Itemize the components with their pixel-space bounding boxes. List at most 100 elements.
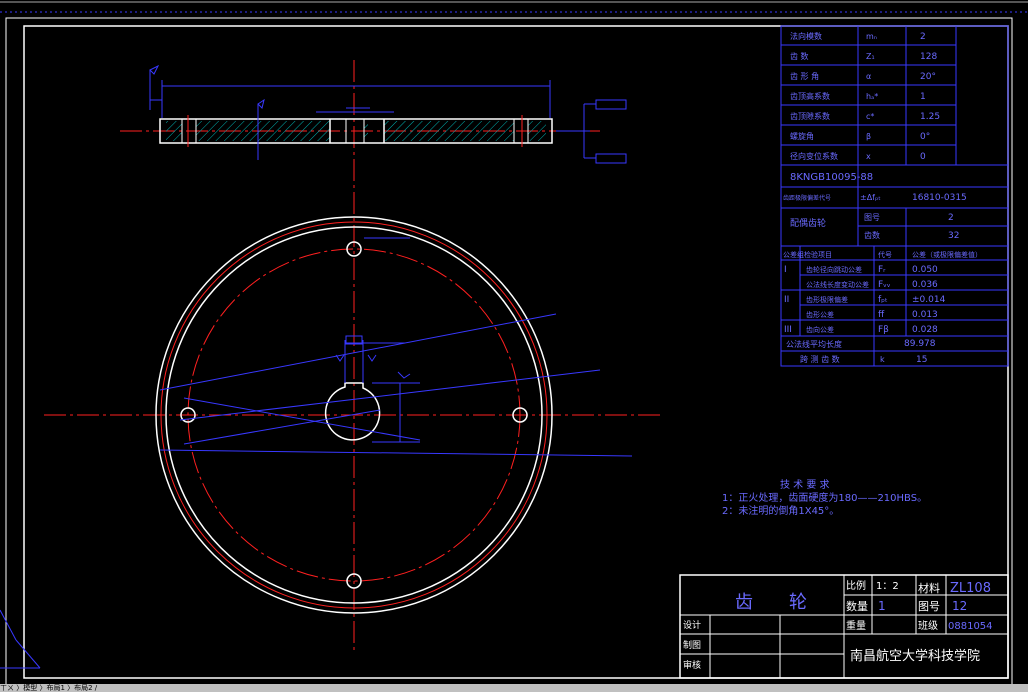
common-normal-value: 89.978 (904, 339, 936, 349)
hatch-rim-right (528, 121, 546, 141)
tech-req-line-1: 1：正火处理，齿面硬度为180——210HBS。 (722, 491, 927, 504)
tolerance-symbol: Fβ (878, 325, 889, 335)
tolerance-value: 0.050 (912, 265, 938, 275)
hole-left (180, 407, 196, 423)
gear-param-symbol: Z₁ (866, 52, 875, 61)
review-label: 审核 (683, 659, 701, 671)
tolerance-group: I (784, 265, 787, 275)
section-view (120, 60, 627, 650)
gear-param-name: 法向模数 (790, 31, 822, 41)
gear-param-symbol: hₐ* (866, 92, 878, 101)
drawing-no-value: 12 (952, 599, 967, 613)
part-name: 齿 轮 (735, 592, 807, 613)
tolerance-group: III (784, 325, 792, 335)
tolerance-value: 0.036 (912, 280, 938, 290)
gear-param-value: 128 (920, 52, 937, 62)
mating-gear-value: 32 (948, 231, 959, 241)
common-normal-label: 公法线平均长度 (786, 339, 842, 349)
teeth-span-label: 跨 测 齿 数 (800, 354, 840, 364)
tolerance-symbol: fₚₜ (878, 295, 888, 305)
gear-param-name: 螺旋角 (790, 131, 814, 141)
scale-value: 1：2 (876, 581, 899, 592)
runout-tolerance-frame-bottom (595, 153, 627, 164)
qty-value: 1 (878, 599, 886, 613)
gear-param-name: 齿 数 (790, 51, 809, 61)
technical-requirements: 技 术 要 求 1：正火处理，齿面硬度为180——210HBS。 2：未注明的倒… (722, 478, 927, 517)
tolerance-header-cell: 公差组 (783, 250, 804, 259)
mating-gear-label: 配偶齿轮 (790, 217, 826, 229)
tolerance-symbol: Fᵥᵥ (878, 280, 891, 290)
weight-label: 重量 (846, 619, 866, 632)
mating-gear-field: 图号 (864, 213, 880, 222)
root-circle (165, 226, 543, 604)
gear-param-name: 径向变位系数 (790, 151, 838, 161)
design-label: 设计 (683, 619, 701, 631)
runout-tolerance-frame-top (595, 99, 627, 110)
hatch-rim-left (166, 121, 182, 141)
material-label: 材料 (918, 581, 940, 595)
gear-param-name: 齿顶隙系数 (790, 111, 830, 121)
hatch-web-right (384, 121, 514, 141)
gear-param-symbol: c* (866, 112, 874, 121)
drafting-label: 制图 (683, 639, 701, 651)
roughness-symbol-2 (257, 98, 265, 109)
precision-grade: 8KNGB10095-88 (790, 172, 873, 183)
school-name: 南昌航空大学科技学院 (850, 648, 980, 664)
tech-req-title: 技 术 要 求 (780, 478, 830, 491)
tolerance-item: 齿形极限偏差 (806, 295, 848, 304)
leader-4 (183, 397, 421, 441)
hatch-hub (364, 121, 368, 141)
tolerance-header-cell: 公差（或极限偏差值） (912, 250, 982, 259)
gear-param-value: 0 (920, 152, 926, 162)
tolerance-header-cell: 代号 (878, 250, 892, 259)
tolerance-item: 齿向公差 (806, 325, 834, 334)
ucs-icon (0, 609, 41, 669)
qty-label: 数量 (846, 600, 868, 613)
gear-param-name: 齿顶高系数 (790, 91, 830, 101)
tech-req-line-2: 2：未注明的倒角1X45°。 (722, 504, 839, 517)
gear-param-value: 20° (920, 72, 936, 82)
gear-param-name: 齿 形 角 (790, 71, 819, 81)
gear-param-value: 1.25 (920, 112, 940, 122)
hole-right (512, 407, 528, 423)
leader-3 (179, 369, 601, 421)
gear-parameter-table (780, 25, 1009, 367)
mating-gear-value: 2 (948, 213, 954, 223)
material-value: ZL108 (950, 581, 991, 596)
addendum-circle (160, 221, 548, 609)
gear-param-symbol: α (866, 72, 871, 81)
pitch-tolerance-value: 16810-0315 (912, 193, 967, 203)
leader-1 (159, 313, 557, 391)
tolerance-symbol: ff (878, 310, 885, 320)
outer-circle (155, 216, 553, 614)
hole-bottom (346, 573, 362, 589)
gear-param-symbol: β (866, 132, 871, 141)
leader-2 (159, 449, 633, 457)
front-view (44, 216, 660, 614)
tolerance-header-cell: 检验项目 (804, 250, 832, 259)
drawing-no-label: 图号 (918, 600, 940, 613)
teeth-span-value: 15 (916, 355, 927, 365)
tolerance-value: 0.028 (912, 325, 938, 335)
gear-param-value: 2 (920, 32, 926, 42)
tolerance-value: ±0.014 (912, 295, 946, 305)
tolerance-item: 公法线长度变动公差 (806, 280, 869, 289)
pitch-tolerance-label: 齿距极限偏差代号 (783, 194, 831, 202)
scale-label: 比例 (846, 579, 866, 592)
class-value: 0881054 (948, 621, 993, 632)
tolerance-value: 0.013 (912, 310, 938, 320)
leader-5 (183, 409, 381, 445)
bolt-circle (187, 248, 521, 582)
pitch-tolerance-symbol: ±Δfₚₜ (860, 193, 881, 202)
roughness-symbol (149, 64, 160, 75)
gear-param-symbol: mₙ (866, 32, 877, 41)
hatch-web-left (196, 121, 330, 141)
gear-param-symbol: x (866, 152, 871, 161)
teeth-span-symbol: k (880, 355, 885, 364)
hole-top (346, 241, 362, 257)
tolerance-item: 齿形公差 (806, 310, 834, 319)
gear-param-value: 0° (920, 132, 930, 142)
layout-tabs-bar[interactable]: ㄒㄨ 〉模型 〉布局1 〉布局2 / (0, 684, 1028, 692)
mating-gear-field: 齿数 (864, 230, 880, 240)
